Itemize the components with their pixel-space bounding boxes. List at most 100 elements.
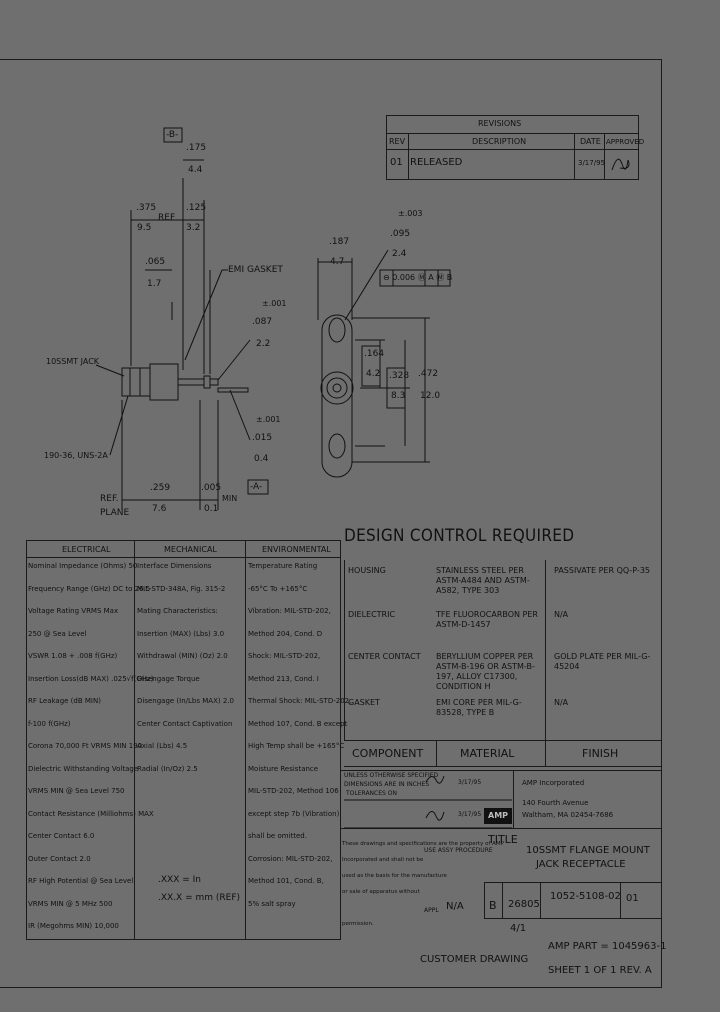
environmental-spec-list: Temperature Rating -65°C To +165°C Vibrati…	[248, 562, 351, 923]
title-line-2: JACK RECEPTACLE	[536, 859, 626, 870]
material-material: BERYLLIUM COPPER PER ASTM-B-196 OR ASTM-…	[436, 652, 535, 691]
spec-line: Shock: MIL-STD-202,	[248, 652, 321, 660]
spec-line: Disengage (In/Lbs MAX) 2.0	[137, 697, 234, 705]
revisions-title: REVISIONS	[478, 119, 522, 128]
tol-003: ±.003	[398, 209, 423, 218]
dim-ref: REF	[158, 213, 176, 223]
spec-line: shall be omitted.	[248, 832, 307, 840]
material-header: MATERIAL	[460, 747, 515, 760]
disclaimer-3: used as the basis for the manufacture	[342, 873, 447, 879]
spec-line: 5% salt spray	[248, 899, 296, 908]
thread-label: 190-36, UNS-2A	[44, 451, 108, 460]
units-mm: .XX.X = mm (REF)	[158, 893, 241, 903]
spec-line: Method 107, Cond. B except	[248, 719, 348, 728]
dim-015: .015	[252, 433, 273, 443]
dim-4-4: 4.4	[188, 165, 203, 175]
company-address-2: Waltham, MA 02454-7686	[522, 811, 614, 819]
datum-b-label: -B-	[166, 130, 179, 140]
amp-logo	[484, 808, 512, 824]
size-value: B	[489, 899, 497, 912]
spec-line: Frequency Range (GHz) DC to 26.5	[28, 584, 151, 593]
electrical-title: ELECTRICAL	[62, 545, 111, 554]
sig-date-2: 3/17/95	[458, 811, 482, 818]
date-col-header: DATE	[580, 137, 601, 146]
dim-087: .087	[252, 317, 273, 327]
tol-note: TOLERANCES ON	[346, 790, 397, 797]
rev-row-number: 01	[390, 157, 403, 168]
dim-0-1: 0.1	[204, 504, 219, 514]
sheet-info: SHEET 1 OF 1 REV. A	[548, 965, 652, 976]
cage-code: 26805	[508, 899, 540, 910]
design-control-heading: DESIGN CONTROL REQUIRED	[344, 526, 575, 546]
spec-line: Temperature Rating	[248, 562, 318, 570]
spec-line: Method 101, Cond. B,	[248, 877, 324, 885]
spec-line: Insertion Loss(dB MAX) .025√f(GHz)	[28, 674, 154, 683]
rev-row-description: RELEASED	[410, 157, 463, 168]
dim-259: .259	[150, 483, 171, 493]
material-material: STAINLESS STEEL PER ASTM-A484 AND ASTM-A…	[436, 566, 530, 595]
dim-175: .175	[186, 143, 207, 153]
spec-line: Nominal Impedance (Ohms) 50	[28, 562, 138, 570]
spec-line: Corrosion: MIL-STD-202,	[248, 854, 333, 863]
dim-12-0: 12.0	[420, 391, 441, 401]
material-finish: N/A	[554, 698, 569, 707]
approved-col-header: APPROVED	[606, 138, 645, 146]
spec-line: Axial (Lbs) 4.5	[137, 742, 188, 750]
datum-a-label: -A-	[250, 482, 263, 492]
spec-line: Corona 70,000 Ft VRMS MIN 190	[28, 742, 143, 750]
dim-328: .328	[389, 371, 410, 381]
dim-9-5: 9.5	[137, 223, 152, 233]
revision-block	[386, 115, 639, 180]
assy-procedure: USE ASSY PROCEDURE	[424, 847, 493, 854]
spec-line: except step 7b (Vibration)	[248, 809, 340, 818]
spec-line: High Temp shall be +165°C	[248, 742, 345, 750]
material-finish: N/A	[554, 610, 569, 619]
emi-gasket-label: EMI GASKET	[228, 265, 283, 275]
sig-date-1: 3/17/95	[458, 779, 482, 786]
scale-value: 4/1	[510, 923, 527, 934]
rev-row-date: 3/17/95	[578, 159, 605, 167]
spec-line: VSWR 1.08 + .008 f(GHz)	[28, 652, 118, 660]
material-finish: GOLD PLATE PER MIL-G-45204	[554, 652, 651, 671]
spec-line: Interface Dimensions	[137, 562, 212, 570]
rev-value: 01	[626, 893, 639, 904]
finish-header: FINISH	[582, 747, 619, 760]
spec-line: 250 @ Sea Level	[28, 629, 87, 638]
dim-4-7: 4.7	[330, 257, 345, 267]
spec-line: Insertion (MAX) (Lbs) 3.0	[137, 629, 225, 638]
company-name: AMP Incorporated	[522, 779, 585, 787]
dim-187: .187	[329, 237, 350, 247]
spec-line: Center Contact Captivation	[137, 719, 233, 728]
title-label: TITLE	[488, 833, 518, 846]
material-material: EMI CORE PER MIL-G-83528, TYPE B	[436, 698, 522, 717]
spec-line: f-100 f(GHz)	[28, 719, 71, 728]
spec-line: Vibration: MIL-STD-202,	[248, 607, 331, 615]
spec-line: Voltage Rating VRMS Max	[28, 607, 119, 615]
dim-1-7: 1.7	[147, 279, 162, 289]
spec-line: Center Contact 6.0	[28, 832, 95, 840]
spec-line: -65°C To +165°C	[248, 584, 308, 593]
disclaimer-2: Incorporated and shall not be	[342, 857, 424, 863]
spec-line: RF High Potential @ Sea Level	[28, 877, 134, 885]
min-label: MIN	[222, 494, 238, 503]
spec-line: Dielectric Withstanding Voltage	[28, 764, 139, 773]
mechanical-title: MECHANICAL	[164, 545, 217, 554]
title-line-1: 10SSMT FLANGE MOUNT	[526, 845, 650, 856]
feature-control-frame: ⊖ 0.006 Ⓜ A Ⓜ B	[383, 273, 453, 282]
unless-note: UNLESS OTHERWISE SPECIFIED	[344, 772, 439, 779]
spec-line: RF Leakage (dB MIN)	[28, 697, 101, 705]
spec-table	[26, 540, 341, 940]
electrical-spec-list: Nominal Impedance (Ohms) 50 Frequency Ran…	[28, 562, 154, 946]
tol-001-a: ±.001	[262, 299, 287, 308]
ref-plane-label: REF. PLANE	[100, 494, 130, 518]
spec-line: Withdrawal (MIN) (Oz) 2.0	[137, 652, 228, 660]
dim-7-6: 7.6	[152, 504, 167, 514]
rev-col-header: REV	[389, 137, 406, 146]
material-material: TFE FLUOROCARBON PER ASTM-D-1457	[436, 610, 538, 629]
spec-line: VRMS MIN @ 5 MHz 500	[28, 899, 113, 908]
disclaimer-4: or sale of apparatus without	[342, 889, 420, 895]
spec-line: IR (Megohms MIN) 10,000	[28, 922, 119, 930]
spec-line: MIL-STD-348A, Fig. 315-2	[137, 584, 226, 593]
dim-375: .375	[136, 203, 157, 213]
